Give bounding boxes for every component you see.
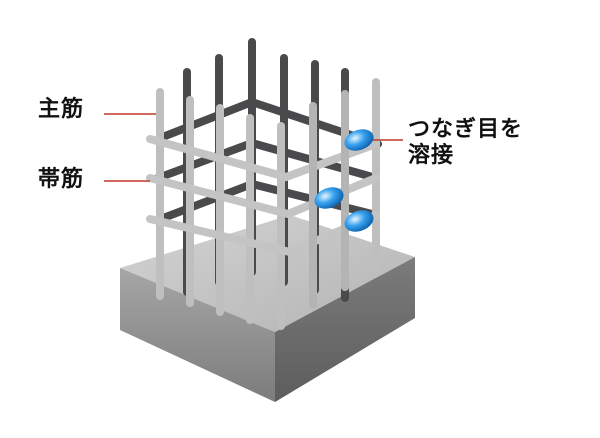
weld-blob-icon bbox=[344, 210, 374, 232]
base-right-face bbox=[275, 257, 415, 402]
base-left-face bbox=[120, 268, 275, 402]
hoop-label: 帯筋 bbox=[38, 167, 85, 192]
weld-points bbox=[314, 129, 374, 232]
weld-label-line2: 溶接 bbox=[408, 143, 455, 169]
main-rebar-label: 主筋 bbox=[38, 97, 85, 122]
weld-label-line1: つなぎ目を bbox=[408, 117, 524, 142]
weld-blob-icon bbox=[314, 187, 344, 209]
weld-blob-icon bbox=[344, 129, 374, 151]
front-right-bars bbox=[309, 90, 349, 309]
front-main-bars bbox=[156, 78, 380, 330]
weld-label: つなぎ目を 溶接 bbox=[408, 117, 523, 170]
